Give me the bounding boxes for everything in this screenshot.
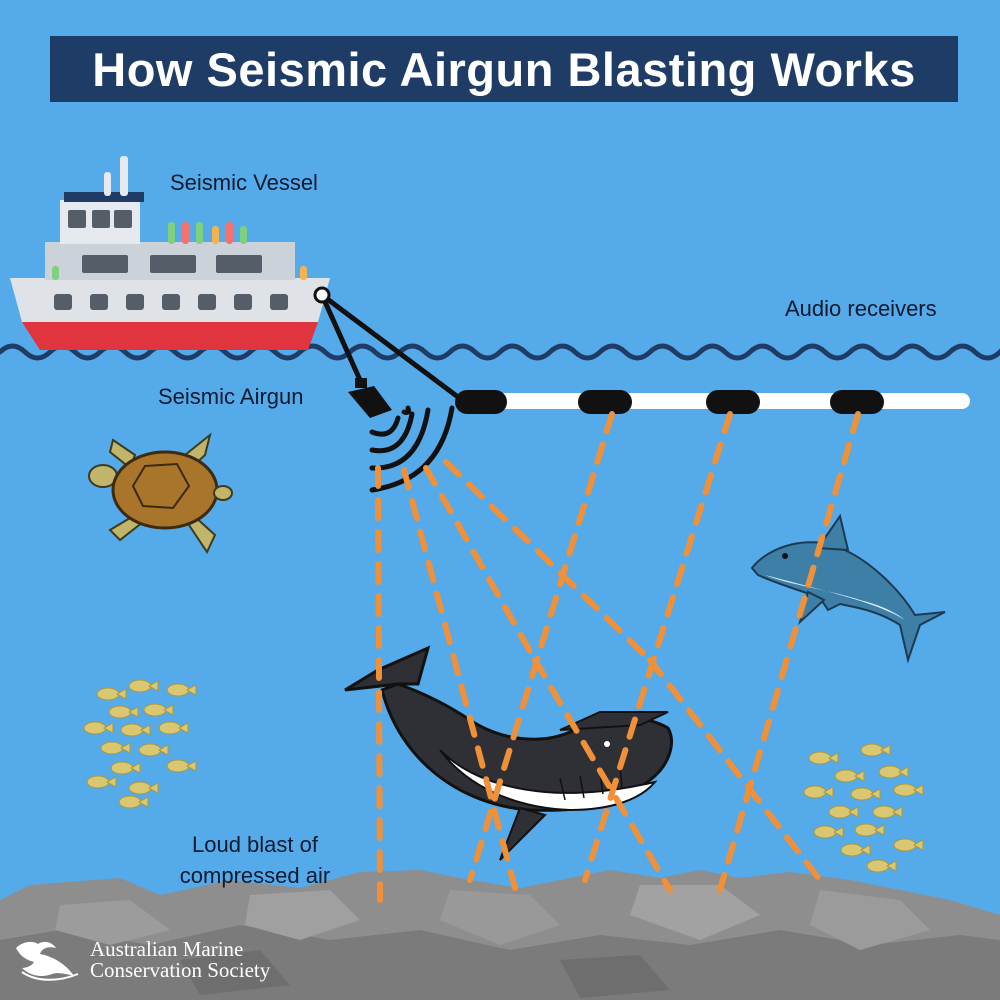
fish-school-right bbox=[803, 743, 924, 873]
label-seismic-airgun: Seismic Airgun bbox=[158, 384, 304, 409]
tow-point bbox=[313, 286, 331, 304]
whale-logo-icon bbox=[16, 941, 79, 981]
signal-paths bbox=[375, 411, 861, 903]
amcs-logo: Australian Marine Conservation Society bbox=[12, 934, 270, 986]
logo-line-2: Conservation Society bbox=[90, 958, 271, 982]
water-surface-waves bbox=[0, 343, 1000, 361]
seismic-airgun bbox=[348, 378, 392, 418]
logo-line-1: Australian Marine bbox=[90, 937, 244, 961]
page-title: How Seismic Airgun Blasting Works bbox=[92, 42, 916, 96]
audio-receiver-3 bbox=[706, 390, 760, 414]
audio-receiver-4 bbox=[830, 390, 884, 414]
label-audio-receivers: Audio receivers bbox=[785, 296, 937, 321]
audio-receiver-1 bbox=[455, 390, 507, 414]
fish-school-left bbox=[83, 679, 197, 809]
label-loud-blast: Loud blast of compressed air bbox=[179, 832, 331, 888]
audio-receiver-2 bbox=[578, 390, 632, 414]
sound-wave-arcs bbox=[369, 405, 455, 493]
seismic-vessel-ship bbox=[10, 156, 330, 350]
label-seismic-vessel: Seismic Vessel bbox=[170, 170, 318, 195]
seabed-rocks bbox=[0, 870, 1000, 1000]
tow-cables bbox=[319, 292, 465, 403]
dolphin bbox=[750, 513, 946, 664]
streamer-cable bbox=[455, 390, 970, 414]
title-banner: How Seismic Airgun Blasting Works bbox=[50, 36, 958, 102]
sea-turtle bbox=[88, 432, 233, 555]
